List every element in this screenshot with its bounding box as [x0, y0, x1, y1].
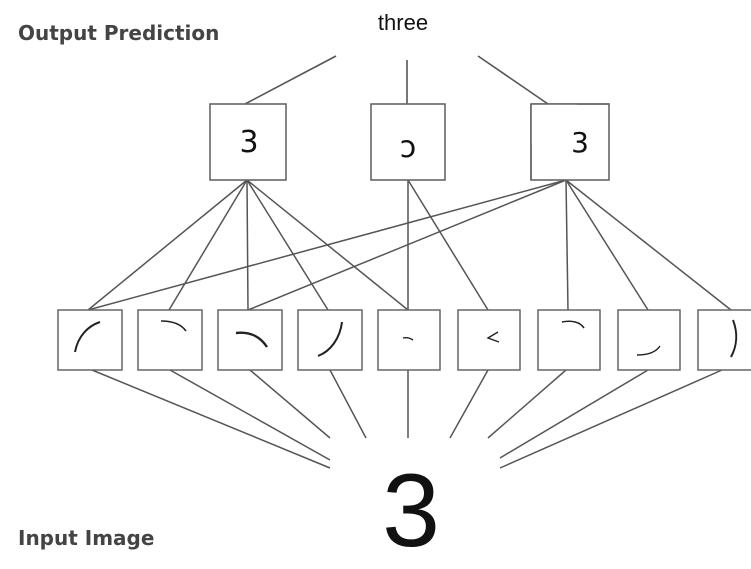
prediction-word: three — [377, 10, 429, 35]
edge — [449, 369, 489, 439]
stroke-fragment — [636, 345, 661, 356]
edge — [169, 369, 331, 461]
stroke-fragment — [160, 320, 187, 332]
edge — [565, 179, 569, 311]
feature-box-1 — [57, 309, 123, 371]
feature-box-7 — [537, 309, 601, 371]
input-connections — [91, 369, 723, 469]
feature-box-5 — [377, 309, 441, 371]
feature-box-6 — [457, 309, 521, 371]
edge — [329, 369, 367, 439]
stroke-fragment — [317, 321, 343, 357]
input-digit: 3 — [382, 453, 440, 569]
edge — [487, 369, 567, 439]
stroke-fragment — [402, 336, 414, 341]
edge — [565, 179, 649, 311]
input-image-background — [340, 440, 488, 565]
part-connections — [87, 179, 732, 311]
edge-output-right — [477, 55, 549, 105]
edge — [407, 179, 489, 311]
feature-box-8 — [617, 309, 681, 371]
edge — [246, 179, 329, 311]
feature-box-4 — [297, 309, 363, 371]
stroke-fragment — [561, 320, 585, 329]
output-prediction-label: Output Prediction — [18, 21, 220, 45]
feature-box-9 — [697, 309, 751, 371]
edge — [246, 179, 249, 311]
edge — [249, 369, 331, 439]
feature-box-3 — [217, 309, 283, 371]
stroke-fragment — [486, 331, 500, 343]
edge — [499, 369, 649, 459]
stroke-fragment — [74, 321, 101, 353]
edge — [91, 369, 331, 469]
part-glyph-left: 3 — [239, 125, 258, 160]
edge — [565, 179, 732, 311]
edge — [247, 179, 567, 311]
feature-box-2 — [137, 309, 203, 371]
output-connections — [244, 55, 549, 105]
part-glyph-middle: ɔ — [400, 130, 416, 165]
edge — [87, 179, 248, 311]
stroke-fragment — [730, 319, 738, 358]
part-box-middle: ɔ — [370, 103, 446, 181]
edge — [87, 179, 567, 311]
part-glyph-right: 3 — [571, 126, 589, 159]
edge — [499, 369, 723, 469]
part-box-right: 3 — [530, 103, 610, 181]
stroke-fragment — [235, 331, 268, 348]
input-image-label: Input Image — [18, 526, 155, 550]
edge — [168, 179, 248, 311]
edge-output-left — [244, 55, 337, 105]
part-box-left: 3 — [209, 103, 287, 181]
